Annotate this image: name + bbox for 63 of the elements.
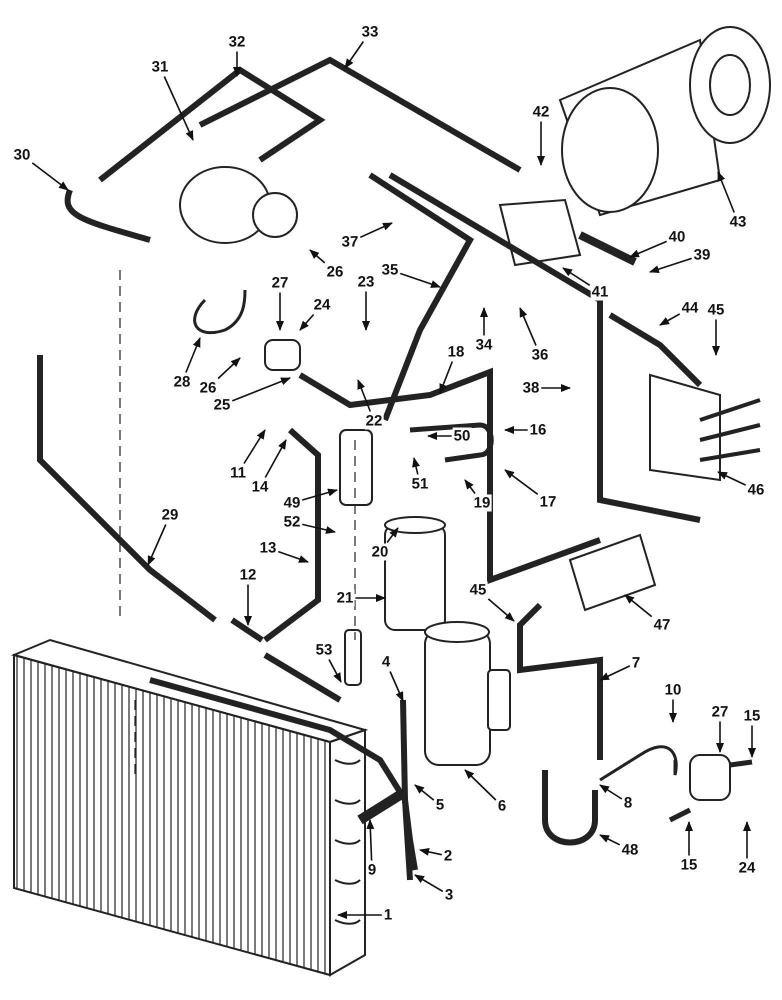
leader-line xyxy=(389,671,404,702)
leader-line xyxy=(243,429,266,464)
leader-line xyxy=(599,665,630,681)
leader-line xyxy=(717,171,735,213)
leader-line xyxy=(712,320,720,356)
leader-line xyxy=(278,550,309,563)
leader-line xyxy=(276,292,284,331)
leader-line xyxy=(366,819,374,861)
leader-line xyxy=(412,457,420,475)
leader-line xyxy=(562,267,590,286)
leader-line xyxy=(629,240,668,258)
leader-line xyxy=(748,726,756,758)
callout-number: 41 xyxy=(590,284,610,300)
leader-line xyxy=(32,162,69,191)
leader-line xyxy=(414,874,444,892)
leader-line xyxy=(147,524,167,566)
leader-line xyxy=(427,432,452,440)
leader-line xyxy=(355,594,386,602)
leader-line xyxy=(419,848,442,856)
callout-number: 22 xyxy=(364,412,384,430)
leader-line xyxy=(357,379,372,412)
leader-line xyxy=(302,524,336,534)
leader-line xyxy=(599,784,622,800)
leader-line xyxy=(414,784,434,801)
leader-line xyxy=(464,479,476,494)
leader-line xyxy=(299,314,314,331)
leader-line xyxy=(362,292,370,331)
callout-number: 19 xyxy=(472,494,492,512)
leader-line xyxy=(464,769,496,801)
leader-line xyxy=(480,307,488,336)
leader-line xyxy=(185,337,201,373)
leader-line xyxy=(599,834,620,846)
leader-line xyxy=(519,307,537,346)
leader-line xyxy=(400,272,441,288)
callout-number: 21 xyxy=(336,590,354,606)
leader-line xyxy=(624,594,652,618)
leader-line xyxy=(504,426,528,434)
leader-line xyxy=(233,52,241,77)
leader-line xyxy=(232,377,291,402)
leader-line xyxy=(488,598,515,622)
leader-line xyxy=(659,313,680,326)
leader-line xyxy=(344,41,364,69)
leader-line xyxy=(504,469,538,495)
leader-line xyxy=(439,361,454,394)
leader-line xyxy=(685,821,693,856)
leader-line xyxy=(264,439,287,478)
leader-line xyxy=(717,471,746,486)
leader-line xyxy=(360,222,393,238)
leader-line xyxy=(309,249,326,264)
leader-line xyxy=(218,357,241,380)
leader-line xyxy=(244,584,252,626)
leader-line xyxy=(541,384,571,392)
leader-line xyxy=(537,122,545,166)
leader-line xyxy=(669,700,677,723)
leader-line xyxy=(337,911,382,919)
leader-line xyxy=(328,659,342,683)
leader-line xyxy=(164,76,194,141)
callout-number: 20 xyxy=(370,544,390,560)
leader-line xyxy=(716,722,724,753)
leader-line xyxy=(386,527,399,543)
leader-line xyxy=(302,488,338,501)
leader-line xyxy=(649,258,692,273)
leader-line xyxy=(743,821,751,858)
